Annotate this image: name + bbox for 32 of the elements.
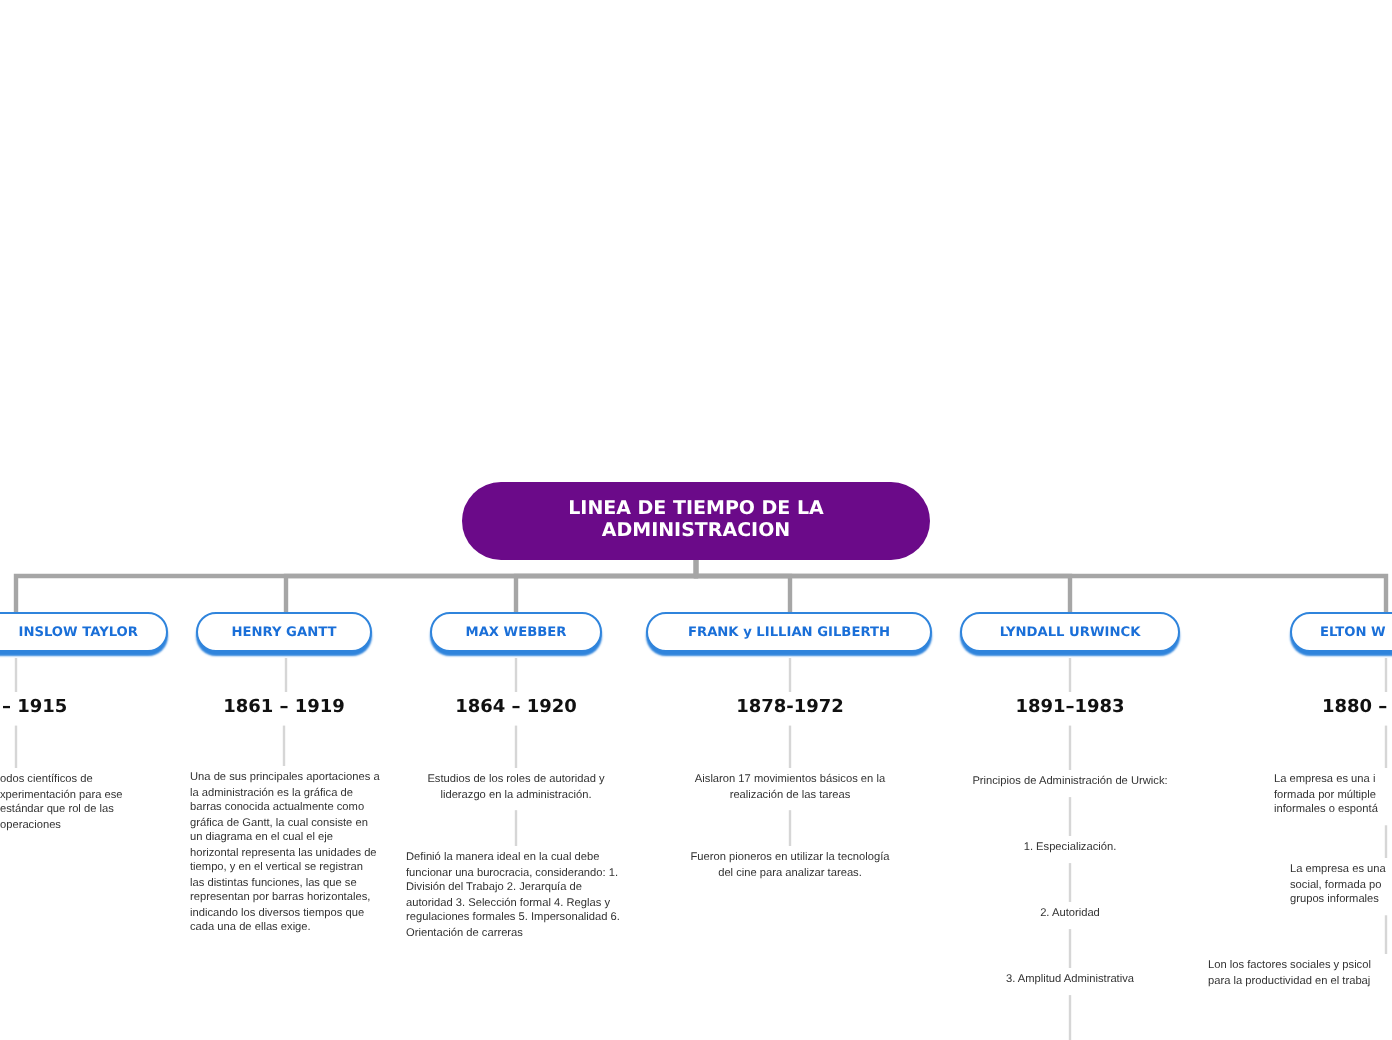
connector-line	[788, 810, 792, 846]
date-range-text: 1878-1972	[710, 698, 870, 720]
connector-line	[1384, 825, 1388, 858]
connector-line	[788, 725, 792, 768]
person-name-box	[430, 612, 602, 652]
connector-line	[788, 658, 792, 692]
connector-line	[1068, 725, 1072, 770]
connector-line	[1384, 915, 1388, 954]
date-range-text: 1880 –	[1322, 698, 1392, 720]
connector-line	[1068, 929, 1072, 968]
person-name-box	[196, 612, 372, 652]
connector-line	[514, 725, 518, 768]
connector-line	[14, 725, 18, 768]
connector-line	[1068, 863, 1072, 902]
date-range-text: 1891–1983	[990, 698, 1150, 720]
connector-line	[1068, 995, 1072, 1040]
connector-line	[282, 725, 286, 766]
connector-line	[14, 658, 18, 692]
person-name-box	[960, 612, 1180, 652]
date-range-text: – 1915	[2, 698, 82, 720]
connector-line	[1384, 725, 1388, 768]
connector-line	[1068, 658, 1072, 692]
connector-line	[284, 658, 288, 692]
connector-line	[1384, 658, 1388, 692]
connector-line	[514, 658, 518, 692]
date-range-text: 1864 – 1920	[436, 698, 596, 720]
title-pill: LINEA DE TIEMPO DE LA ADMINISTRACION	[462, 482, 930, 560]
person-name-box	[646, 612, 932, 652]
connector-line	[514, 810, 518, 846]
date-range-text: 1861 – 1919	[204, 698, 364, 720]
connector-line	[693, 560, 1389, 612]
connector-line	[1068, 797, 1072, 836]
